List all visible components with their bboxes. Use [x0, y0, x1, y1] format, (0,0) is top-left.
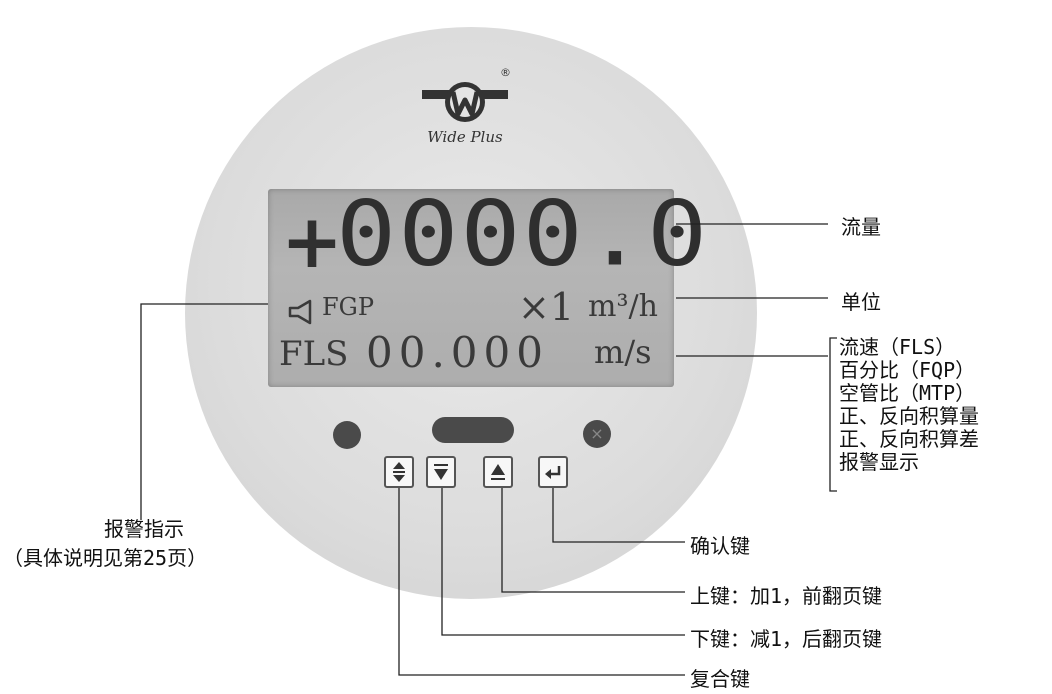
- status-led-right: ×: [583, 420, 611, 448]
- registered-mark: ®: [500, 66, 511, 79]
- status-led-left: [333, 421, 361, 449]
- up-down-arrow-icon: [393, 462, 405, 482]
- display-item: 正、反向积算量: [839, 404, 979, 428]
- callout-up-key: 上键：加1，前翻页键: [690, 584, 883, 608]
- lcd-sub-label: FLS: [279, 334, 349, 374]
- callout-unit: 单位: [841, 290, 881, 314]
- lcd-sub-unit: m/s: [594, 333, 652, 371]
- callout-enter-key: 确认键: [690, 534, 750, 558]
- compound-key[interactable]: [384, 456, 414, 488]
- enter-key[interactable]: [538, 456, 568, 488]
- lcd-flow-unit: m³/h: [588, 289, 658, 324]
- display-item: 百分比（FQP）: [839, 358, 976, 382]
- callout-down-key: 下键：减1，后翻页键: [690, 627, 883, 651]
- callout-flow: 流量: [841, 215, 881, 239]
- callout-alarm-note: （具体说明见第25页）: [3, 546, 208, 570]
- lcd-flow-value: 0000.0: [336, 180, 710, 287]
- brand-name: Wide Plus: [427, 128, 503, 146]
- callout-compound-key: 复合键: [690, 667, 750, 691]
- display-item: 报警显示: [839, 450, 919, 474]
- callout-alarm-title: 报警指示: [104, 517, 184, 541]
- lcd-display: [268, 189, 674, 387]
- lcd-multiplier: ×1: [518, 285, 575, 329]
- wide-plus-logo-icon: [422, 82, 508, 122]
- lcd-sub-value: 00.000: [366, 328, 549, 377]
- enter-icon: [545, 466, 561, 479]
- display-item: 空管比（MTP）: [839, 381, 976, 405]
- up-key[interactable]: [483, 456, 513, 488]
- up-arrow-icon: [491, 464, 505, 480]
- lcd-flow-sign: +: [281, 199, 344, 285]
- down-key[interactable]: [426, 456, 456, 488]
- status-led-bar: [432, 417, 514, 443]
- display-item: 正、反向积算差: [839, 427, 979, 451]
- alarm-horn-icon: [288, 299, 312, 325]
- callout-display-items: 流速（FLS） 百分比（FQP） 空管比（MTP） 正、反向积算量 正、反向积算…: [839, 336, 979, 474]
- lcd-mode-indicator: FGP: [322, 293, 374, 321]
- down-arrow-icon: [434, 464, 448, 480]
- display-item: 流速（FLS）: [839, 335, 956, 359]
